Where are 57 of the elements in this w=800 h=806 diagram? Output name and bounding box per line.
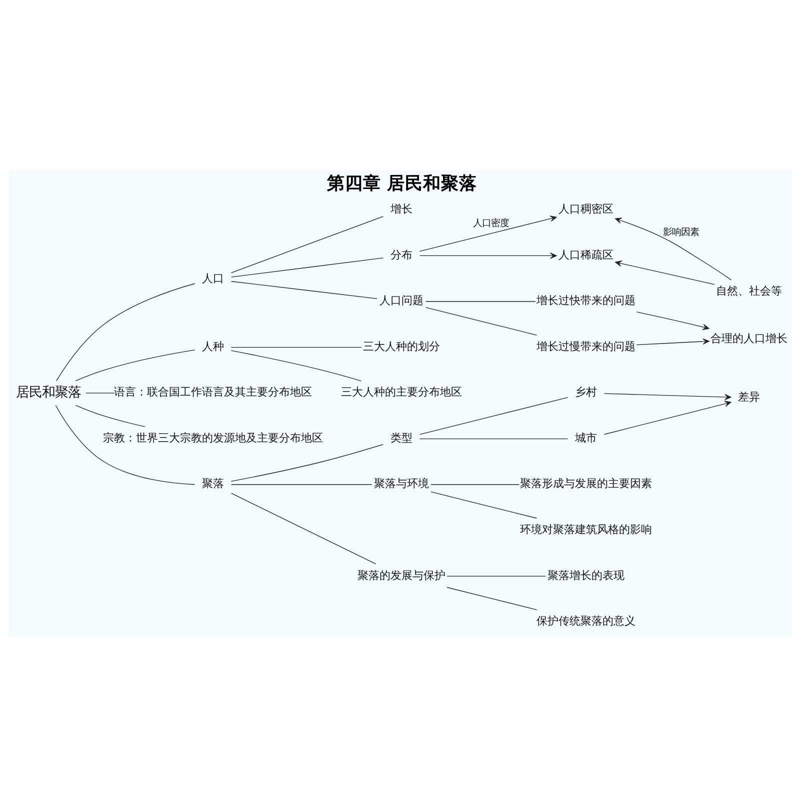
connector (230, 346, 362, 348)
node-text: 居民和聚落 (16, 384, 81, 400)
node-text: 自然、社会等 (716, 284, 782, 298)
connector (230, 257, 383, 277)
connector (418, 438, 568, 439)
node-text: 环境对聚落建筑风格的影响 (519, 522, 652, 536)
node-text: 聚落形成与发展的主要因素 (519, 476, 652, 490)
node-text: 合理的人口增长 (710, 331, 788, 344)
arrow (636, 311, 709, 330)
node-text: 乡村 (574, 385, 596, 398)
connector (54, 404, 194, 484)
node-text: 聚落 (201, 476, 224, 490)
connector (424, 300, 536, 302)
node-text: 聚落的发展与保护 (357, 568, 446, 582)
arrow (603, 400, 731, 434)
arrow (418, 252, 556, 258)
node-text: 增长过快带来的问题 (536, 294, 635, 307)
node-text: 人口稀疏区 (558, 248, 613, 261)
node-text: 差异 (738, 390, 760, 403)
arrow (614, 260, 714, 284)
node-text: 语言：联合国工作语言及其主要分布地区 (113, 385, 312, 398)
node-text: 人口 (201, 271, 224, 284)
connector (56, 282, 195, 381)
node-text: 三大人种的划分 (362, 339, 440, 352)
connector (446, 586, 537, 610)
connector (84, 392, 114, 393)
arrow (418, 215, 556, 252)
node-text: 增长过慢带来的问题 (536, 339, 635, 352)
connector (418, 396, 568, 434)
connector (230, 350, 361, 381)
node-text: 三大人种的主要分布地区 (340, 385, 462, 398)
node-text: 人口稠密区 (558, 202, 613, 215)
node-text: 宗教：世界三大宗教的发源地及主要分布地区 (102, 430, 322, 444)
connector (430, 491, 537, 518)
node-text: 聚落增长的表现 (546, 568, 624, 582)
node-text: 聚落与环境 (374, 476, 429, 490)
node-text: 人口问题 (379, 294, 424, 307)
node-text: 人种 (201, 339, 224, 352)
node-text: 保护传统聚落的意义 (536, 614, 635, 628)
node-text: 分布 (390, 248, 412, 261)
edge-label: 人口密度 (472, 218, 509, 229)
arrow (636, 338, 709, 345)
arrow (603, 392, 731, 400)
connector (230, 216, 383, 273)
connector (74, 404, 145, 427)
node-text: 城市 (574, 430, 596, 444)
connector (74, 349, 195, 381)
node-text: 类型 (390, 430, 412, 444)
connector (230, 444, 383, 482)
diagram-title: 第四章 居民和聚落 (326, 173, 477, 194)
node-text: 增长 (390, 202, 412, 215)
connector (230, 492, 376, 564)
edge-label: 影响因素 (662, 226, 698, 238)
connector (230, 280, 377, 299)
arrow (614, 217, 732, 280)
connector (446, 575, 546, 576)
connector (424, 306, 537, 335)
